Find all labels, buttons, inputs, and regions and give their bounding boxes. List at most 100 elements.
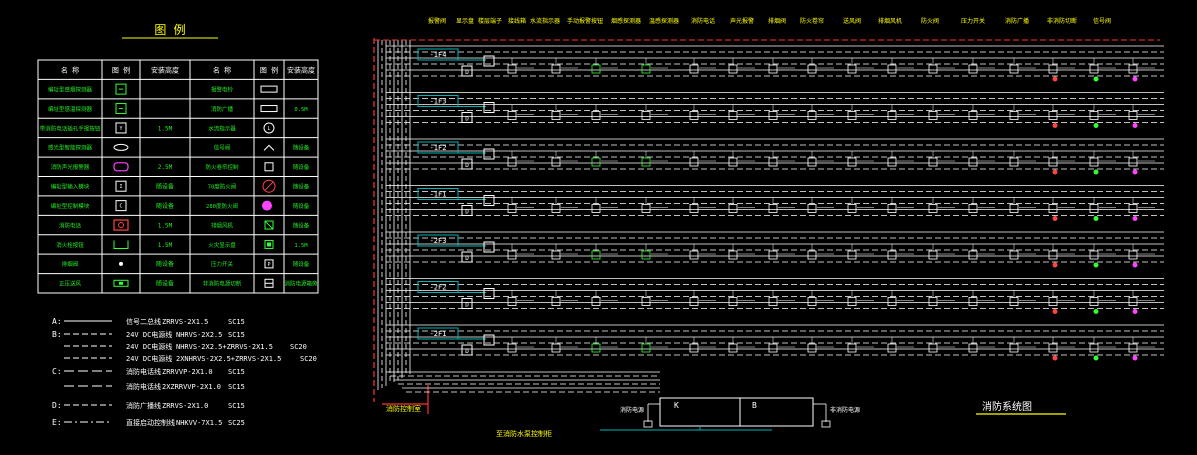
device xyxy=(689,58,716,74)
floor-label: -1F4 xyxy=(430,51,447,59)
fire-damper-280-icon xyxy=(262,200,272,211)
device xyxy=(1009,104,1036,120)
smoke-detector-icon xyxy=(115,83,127,95)
device xyxy=(768,58,795,74)
column-header: 防火卷帘 xyxy=(800,17,824,25)
device xyxy=(807,58,834,74)
heat-detector-icon xyxy=(115,103,127,115)
floor-band xyxy=(417,327,459,340)
column-header: 压力开关 xyxy=(961,17,985,25)
device xyxy=(1048,151,1075,175)
smoke-valve-icon xyxy=(119,261,123,266)
cable-note-desc: 消防电话线 xyxy=(126,382,161,391)
device-tail xyxy=(1052,262,1058,268)
column-header: 消防广播 xyxy=(1005,17,1029,25)
column-header: 烟感探测器 xyxy=(611,17,641,25)
device xyxy=(928,151,955,167)
device-box xyxy=(1048,111,1058,120)
device xyxy=(1048,290,1075,314)
controller-k-label: K xyxy=(674,401,679,410)
device-box xyxy=(1128,343,1138,353)
device xyxy=(551,290,578,306)
device xyxy=(1009,151,1036,167)
bottom-center-label: 至消防水泵控制柜 xyxy=(496,429,552,438)
power-cutoff-icon xyxy=(264,278,274,288)
column-header: 声光报警 xyxy=(730,17,754,25)
legend-height: 随设备 xyxy=(293,260,310,268)
device-box xyxy=(768,111,778,120)
fan-icon xyxy=(264,220,274,230)
legend-header: 安装高度 xyxy=(151,66,179,75)
svg-text:D: D xyxy=(465,348,469,355)
device-tail xyxy=(1132,262,1138,268)
legend-name: 感光型智能探测器 xyxy=(48,144,93,152)
device xyxy=(689,244,716,260)
terminal-box-icon xyxy=(483,55,495,67)
device xyxy=(1048,58,1075,82)
device-box xyxy=(728,64,738,74)
device xyxy=(1128,290,1155,314)
device-tail xyxy=(1132,123,1138,128)
device-box xyxy=(1128,157,1138,167)
legend-height: 2.5M xyxy=(158,164,173,171)
device xyxy=(968,244,995,260)
device-box xyxy=(807,157,817,167)
legend-name: 排烟风机 xyxy=(211,221,234,229)
device xyxy=(1089,290,1116,314)
device-box xyxy=(551,64,561,74)
floor-band xyxy=(417,281,459,293)
floor-band xyxy=(417,95,459,107)
terminal-box-icon xyxy=(483,195,495,206)
legend-name: 非消防电源切断 xyxy=(203,280,242,288)
device-box xyxy=(968,297,978,306)
device-box xyxy=(591,157,601,167)
device-tail xyxy=(1093,169,1099,175)
device-tail xyxy=(1052,169,1058,175)
device-box xyxy=(968,111,978,120)
column-header: 排烟阀 xyxy=(768,17,786,25)
cable-note-desc: 24V DC电源线 xyxy=(126,330,172,339)
device-box xyxy=(847,250,857,260)
device xyxy=(768,244,795,260)
legend-height: 随设备 xyxy=(156,280,174,288)
device-box xyxy=(591,111,601,120)
device-box xyxy=(689,157,699,167)
device xyxy=(807,337,834,353)
device xyxy=(928,58,955,74)
device-box xyxy=(1089,343,1099,353)
device-tail xyxy=(1132,76,1138,82)
device xyxy=(1128,244,1155,268)
device-box xyxy=(507,343,517,353)
device-box xyxy=(507,157,517,167)
legend-height: 消防电源箱旁 xyxy=(284,280,318,288)
column-header: 消防电话 xyxy=(691,17,715,25)
device xyxy=(887,290,914,306)
floor-label: -1F3 xyxy=(430,98,447,106)
device-box xyxy=(728,157,738,167)
device-box xyxy=(1009,64,1019,74)
legend-row: 正压送风随设备非消防电源切断消防电源箱旁 xyxy=(59,278,318,288)
column-header: 接线箱 xyxy=(508,17,526,25)
device xyxy=(887,58,914,74)
device xyxy=(1089,151,1116,175)
svg-text:L: L xyxy=(267,126,270,132)
device-tail xyxy=(1093,355,1099,361)
cable-note-spec: 2XZRRVVP-2X1.0 xyxy=(162,383,221,391)
legend-height: 随设备 xyxy=(156,260,174,268)
device xyxy=(768,197,795,213)
device xyxy=(551,337,578,353)
controller-cabinet xyxy=(659,397,814,427)
legend-height: 1.5M xyxy=(158,125,173,132)
device-box xyxy=(807,64,817,74)
svg-text:D: D xyxy=(465,116,469,123)
device xyxy=(928,104,955,120)
svg-text:D: D xyxy=(465,69,469,76)
device xyxy=(968,337,995,353)
